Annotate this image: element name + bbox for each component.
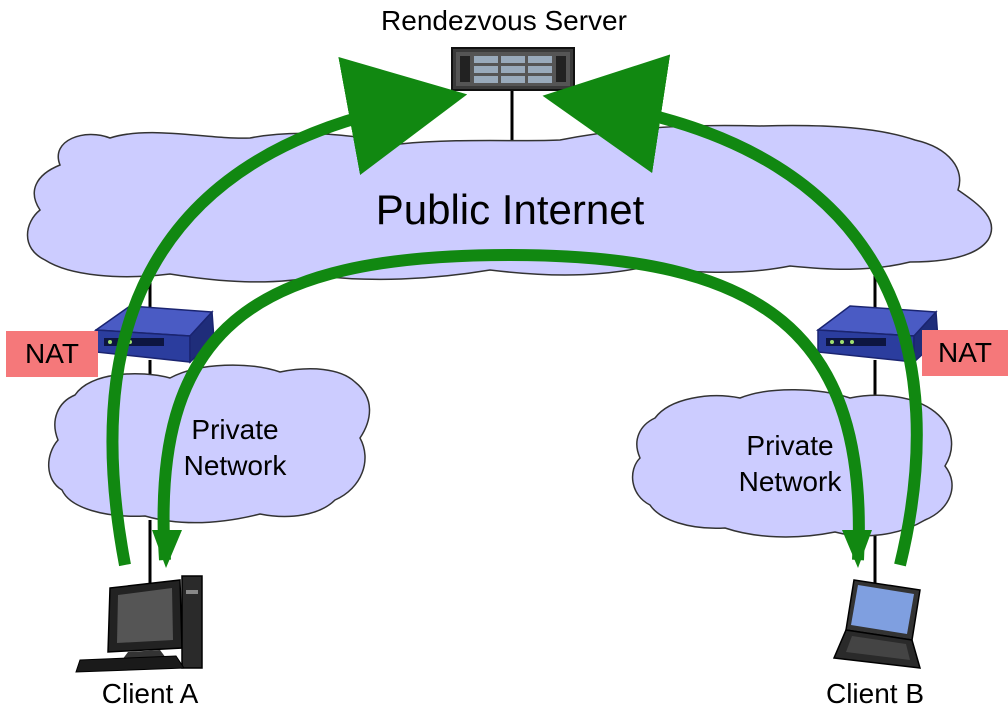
private-network-cloud-a bbox=[47, 364, 371, 524]
nat-router-a-icon bbox=[93, 305, 215, 364]
arrowhead-to-client-b bbox=[842, 530, 872, 568]
nat-b-badge: NAT bbox=[922, 330, 1008, 376]
private-network-a-label: Private Network bbox=[150, 412, 320, 484]
nat-router-b-icon bbox=[815, 305, 939, 364]
private-network-b-line1: Private bbox=[746, 430, 834, 461]
private-network-b-line2: Network bbox=[738, 466, 842, 497]
private-network-a-line2: Network bbox=[183, 450, 287, 481]
private-network-b-label: Private Network bbox=[705, 428, 875, 500]
client-a-to-server-arrow bbox=[106, 57, 468, 567]
client-b-label: Client B bbox=[825, 678, 925, 709]
private-network-cloud-b bbox=[631, 389, 953, 538]
client-a-computer-icon bbox=[75, 575, 203, 673]
rendezvous-server-label: Rendezvous Server bbox=[381, 5, 627, 36]
arrowhead-to-client-a bbox=[152, 530, 182, 568]
private-network-a-line1: Private bbox=[191, 414, 279, 445]
client-b-laptop-icon bbox=[832, 579, 922, 669]
nat-a-badge: NAT bbox=[6, 331, 98, 377]
public-internet-label: Public Internet bbox=[375, 186, 645, 233]
client-b-to-server-arrow bbox=[542, 54, 923, 567]
hole-punch-arc-arrow bbox=[157, 248, 865, 561]
rendezvous-server-icon bbox=[451, 47, 575, 91]
client-a-label: Client A bbox=[101, 678, 199, 709]
